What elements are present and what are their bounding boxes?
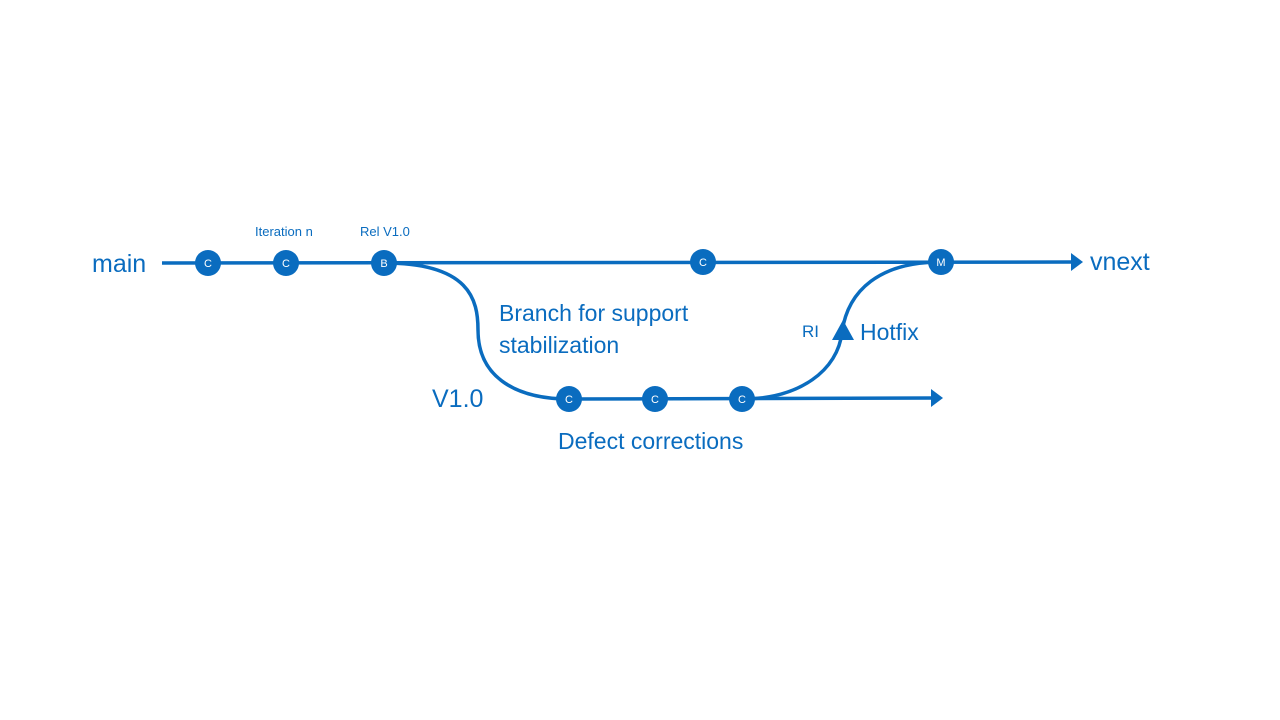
node-label: C [565, 394, 573, 406]
release-tag-label: Rel V1.0 [360, 224, 410, 239]
release-branch-label: V1.0 [432, 385, 483, 413]
release-commit-node: C [729, 386, 755, 412]
ri-label: RI [802, 322, 819, 341]
node-label: C [699, 257, 707, 269]
branch-note-line1: Branch for support [499, 300, 689, 326]
main-commit-node: C [273, 250, 299, 276]
main-commit-node: C [195, 250, 221, 276]
node-label: B [380, 258, 387, 270]
release-commit-node: C [642, 386, 668, 412]
main-branch-label: main [92, 250, 146, 278]
branch-note-line2: stabilization [499, 332, 619, 358]
node-label: C [204, 258, 212, 270]
vnext-branch-label: vnext [1090, 248, 1150, 276]
node-label: C [651, 394, 659, 406]
release-commit-node: C [556, 386, 582, 412]
node-label: C [282, 258, 290, 270]
merge-node: M [928, 249, 954, 275]
release-branch-curve [383, 261, 570, 401]
ri-arrow-icon [832, 320, 854, 340]
main-commit-node: C [690, 249, 716, 275]
iteration-label: Iteration n [255, 224, 313, 239]
vnext-arrow-icon [1071, 253, 1083, 271]
defect-corrections-label: Defect corrections [558, 428, 743, 454]
branch-point-node: B [371, 250, 397, 276]
node-label: M [936, 257, 945, 269]
hotfix-label: Hotfix [860, 319, 919, 345]
node-label: C [738, 394, 746, 406]
release-arrow-icon [931, 389, 943, 407]
